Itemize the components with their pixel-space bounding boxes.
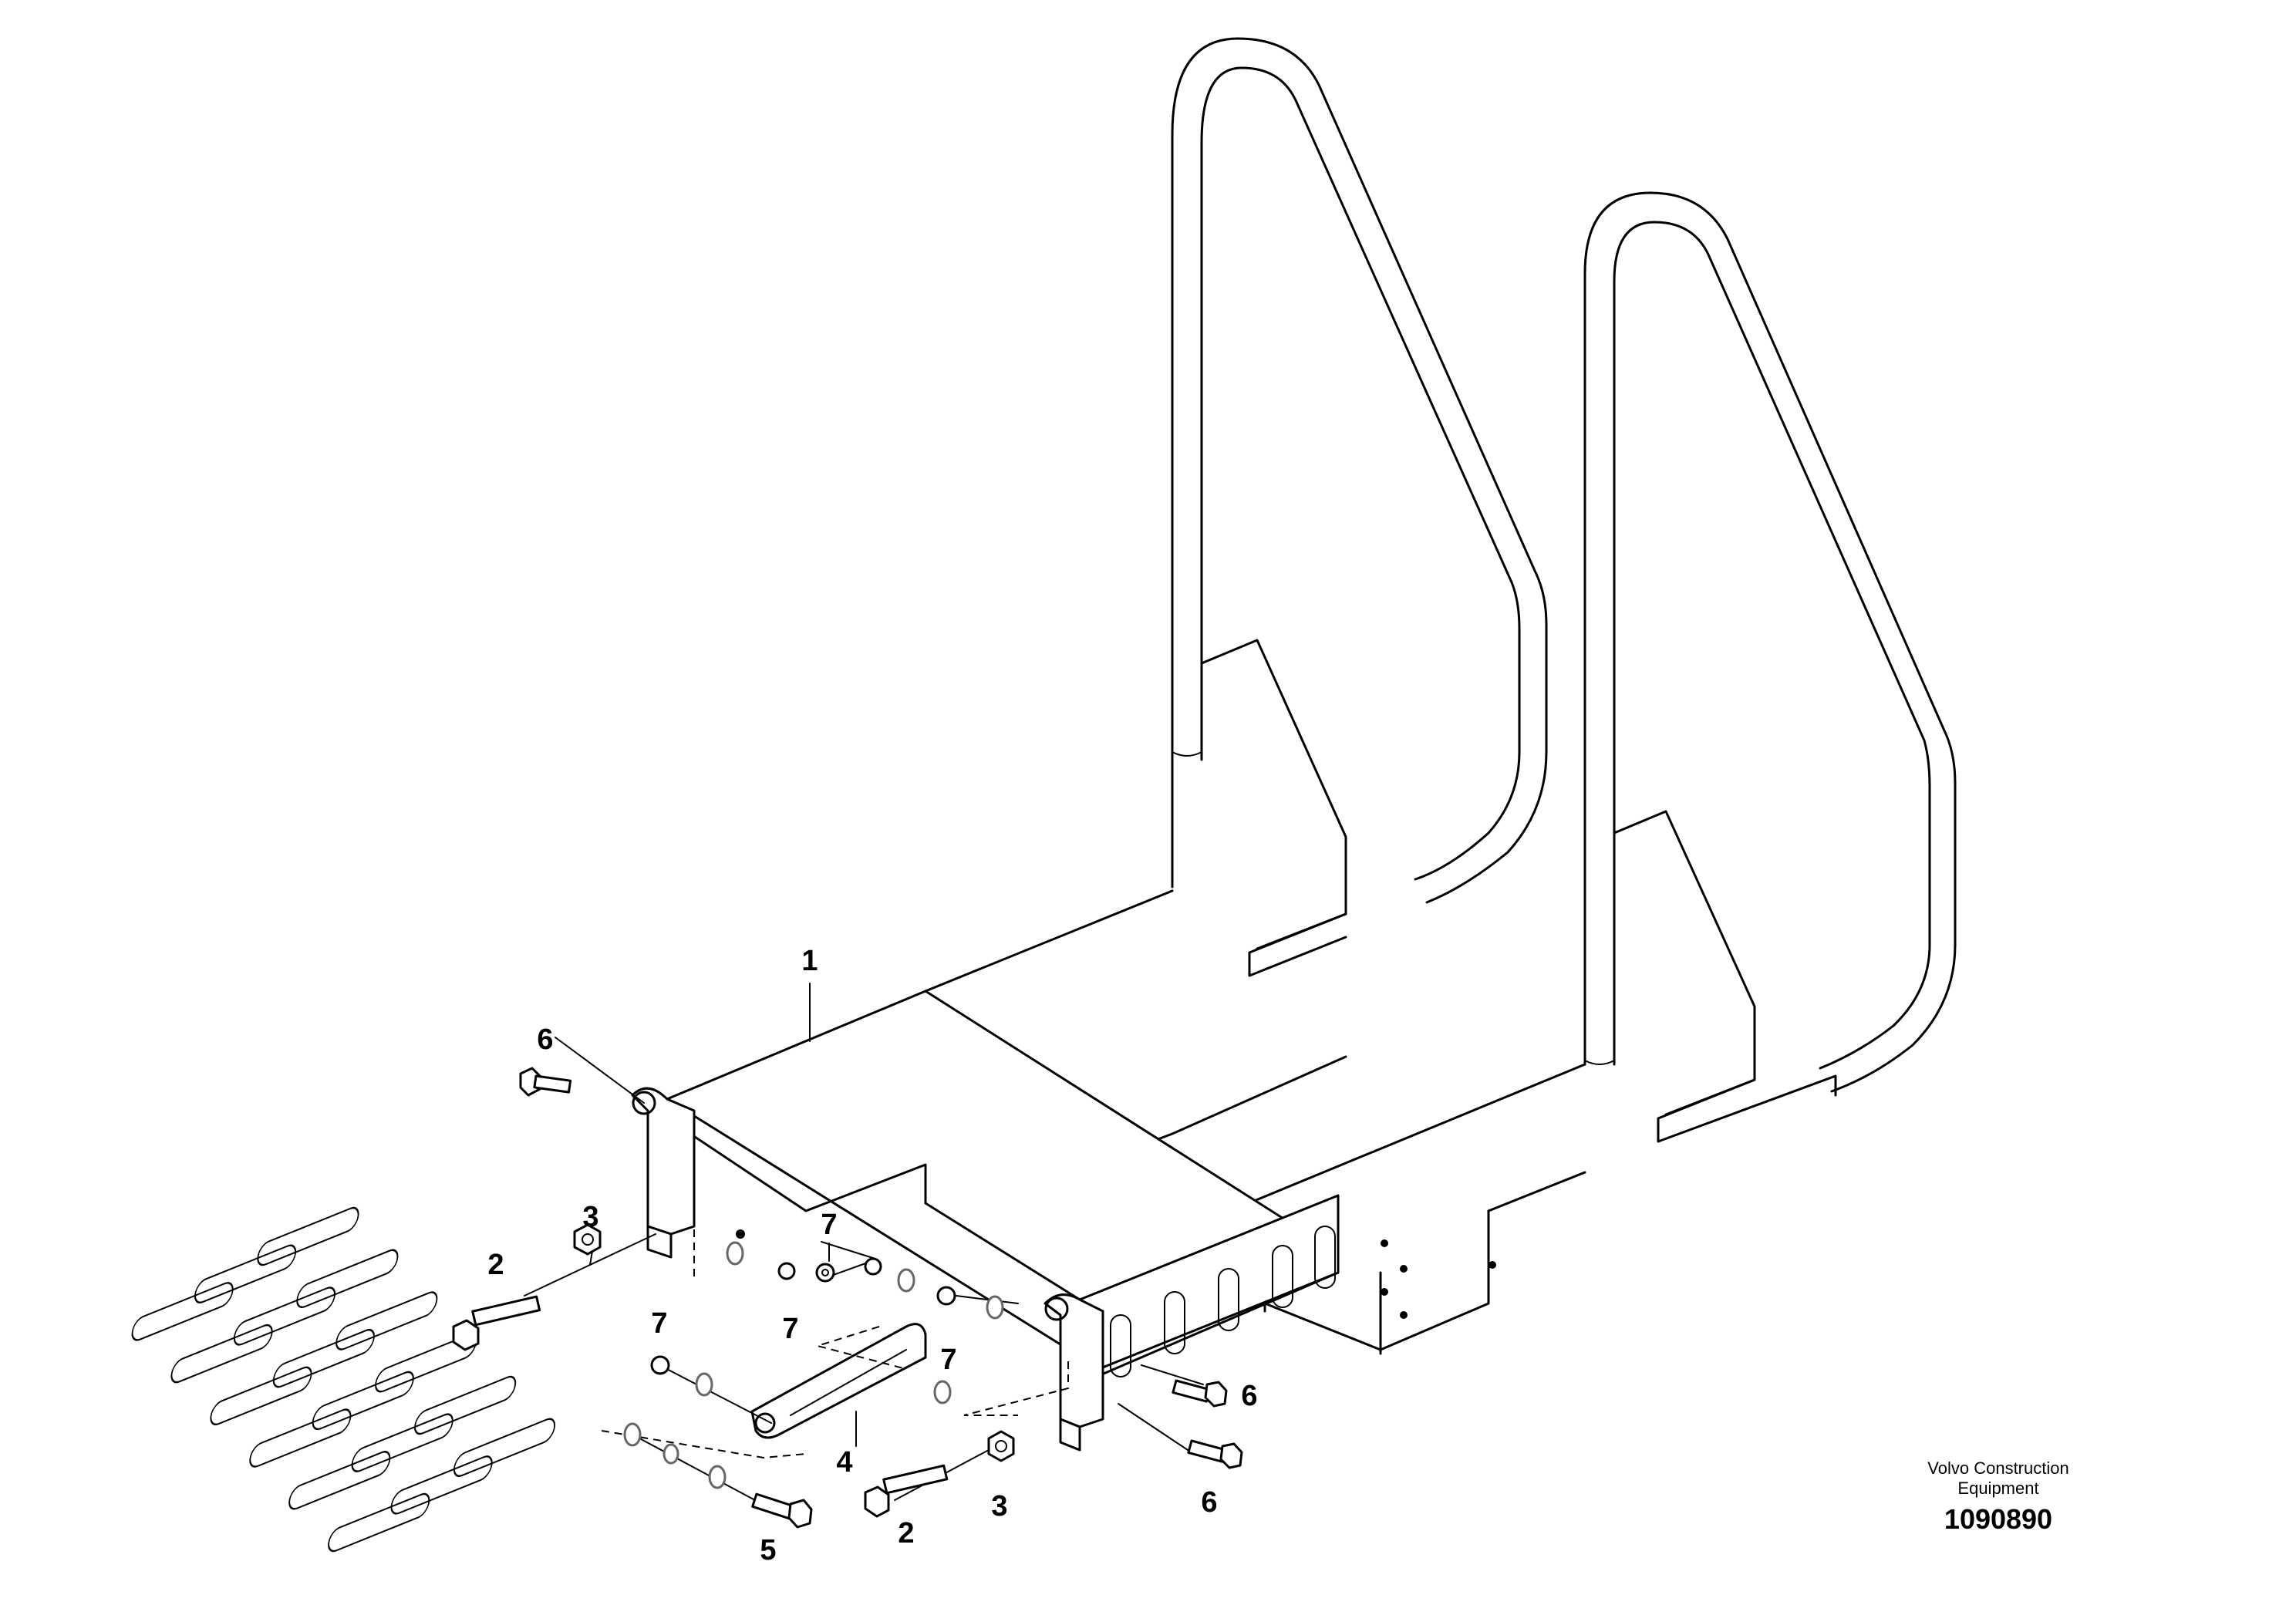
callout-7-d: 7 xyxy=(651,1307,667,1340)
brand-line-1: Volvo Construction xyxy=(1927,1458,2069,1478)
callout-1: 1 xyxy=(801,945,818,977)
nut-3-left xyxy=(573,1223,602,1256)
callout-7-a: 7 xyxy=(821,1209,837,1241)
callout-7-b: 7 xyxy=(782,1313,798,1345)
handrail-left xyxy=(1171,37,1548,904)
bolt-2-left xyxy=(452,1295,541,1351)
document-number: 1090890 xyxy=(1944,1503,2053,1535)
callout-6-right: 6 xyxy=(1241,1380,1257,1412)
callout-labels: 1 6 3 2 7 7 7 7 7 4 5 2 3 6 6 xyxy=(487,945,1257,1566)
nut-3-right xyxy=(987,1430,1015,1462)
handrail-right xyxy=(1583,191,1957,1093)
brand-line-2: Equipment xyxy=(1957,1479,2039,1498)
publisher-caption: Volvo Construction Equipment 1090890 xyxy=(1875,1458,2122,1536)
assembly-lines xyxy=(601,1203,1104,1459)
callout-2-left: 2 xyxy=(487,1249,504,1281)
callout-6-lower: 6 xyxy=(1201,1486,1217,1519)
callout-2-right: 2 xyxy=(898,1517,914,1549)
callout-7-c: 7 xyxy=(940,1344,956,1376)
callout-4: 4 xyxy=(836,1446,852,1479)
nut-7-group xyxy=(650,1257,1004,1404)
support-bracket xyxy=(750,1323,927,1439)
bolt-6-upper-left xyxy=(519,1067,572,1097)
bolt-6-lower xyxy=(1187,1439,1243,1469)
callout-3-right: 3 xyxy=(991,1490,1007,1523)
washers-left xyxy=(726,1241,796,1280)
callout-6-upper: 6 xyxy=(537,1023,553,1056)
callout-3-left: 3 xyxy=(582,1201,598,1233)
step-platform xyxy=(131,990,1496,1553)
bolt-6-right xyxy=(1172,1379,1228,1408)
bolt-5 xyxy=(623,1422,813,1529)
callout-5: 5 xyxy=(760,1534,776,1566)
bolt-2-right xyxy=(864,1464,949,1518)
